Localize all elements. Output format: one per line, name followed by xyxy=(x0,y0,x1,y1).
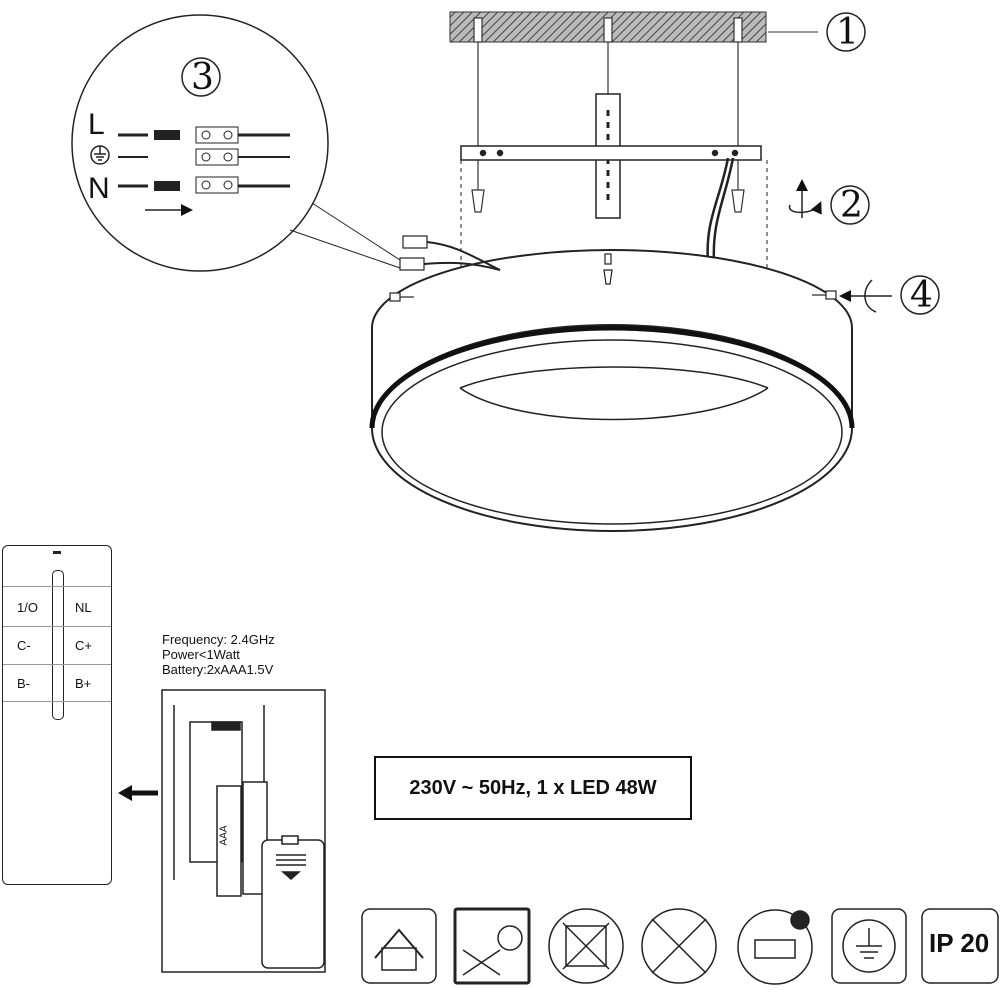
remote-divider-4 xyxy=(3,701,111,702)
mains-cable xyxy=(706,157,735,263)
terminal-block xyxy=(399,235,501,271)
arrow-to-remote-icon xyxy=(118,785,158,801)
remote-button-night[interactable]: NL xyxy=(75,600,92,615)
electrical-rating: 230V ~ 50Hz, 1 x LED 48W xyxy=(374,756,692,820)
remote-divider-2 xyxy=(3,626,111,627)
step-4-label: 4 xyxy=(910,275,933,316)
remote-specs: Frequency: 2.4GHz Power<1Watt Battery:2x… xyxy=(162,632,275,677)
remote-button-brightness-minus[interactable]: B- xyxy=(17,676,30,691)
live-wire-label: L xyxy=(88,108,105,141)
remote-button-color-plus[interactable]: C+ xyxy=(75,638,92,653)
remote-button-color-minus[interactable]: C- xyxy=(17,638,31,653)
step-1-label: 1 xyxy=(836,12,859,53)
step-circles xyxy=(181,12,940,315)
ceiling-screws xyxy=(471,17,745,213)
side-screw-right xyxy=(812,290,837,300)
remote-button-brightness-plus[interactable]: B+ xyxy=(75,676,92,691)
remote-divider-3 xyxy=(3,664,111,665)
remote-led xyxy=(53,551,61,554)
symbol-icons xyxy=(361,907,999,985)
neutral-wire-label: N xyxy=(88,172,110,205)
spec-battery: Battery:2xAAA1.5V xyxy=(162,662,274,677)
spec-power: Power<1Watt xyxy=(162,647,240,662)
ip-rating-label: IP 20 xyxy=(929,928,990,958)
battery-label: AAA xyxy=(218,825,230,846)
remote-control: 1/O NL C- C+ B- B+ xyxy=(2,545,112,885)
remote-slider xyxy=(52,570,64,720)
battery-compartment xyxy=(161,689,326,973)
ceiling-lamp xyxy=(369,249,855,532)
ceiling-plate xyxy=(449,11,818,43)
wiring-detail-callout xyxy=(71,14,401,272)
remote-button-on-off[interactable]: 1/O xyxy=(17,600,38,615)
remote-divider-1 xyxy=(3,586,111,587)
spec-frequency: Frequency: 2.4GHz xyxy=(162,632,275,647)
rotate-arrow-4-icon xyxy=(839,279,892,313)
center-fixing xyxy=(603,253,613,285)
step-3-label: 3 xyxy=(191,57,214,98)
earth-symbol-icon xyxy=(90,145,110,165)
side-screw-left xyxy=(389,292,414,302)
rotate-arrow-2-icon xyxy=(788,179,822,218)
step-2-label: 2 xyxy=(840,185,863,226)
